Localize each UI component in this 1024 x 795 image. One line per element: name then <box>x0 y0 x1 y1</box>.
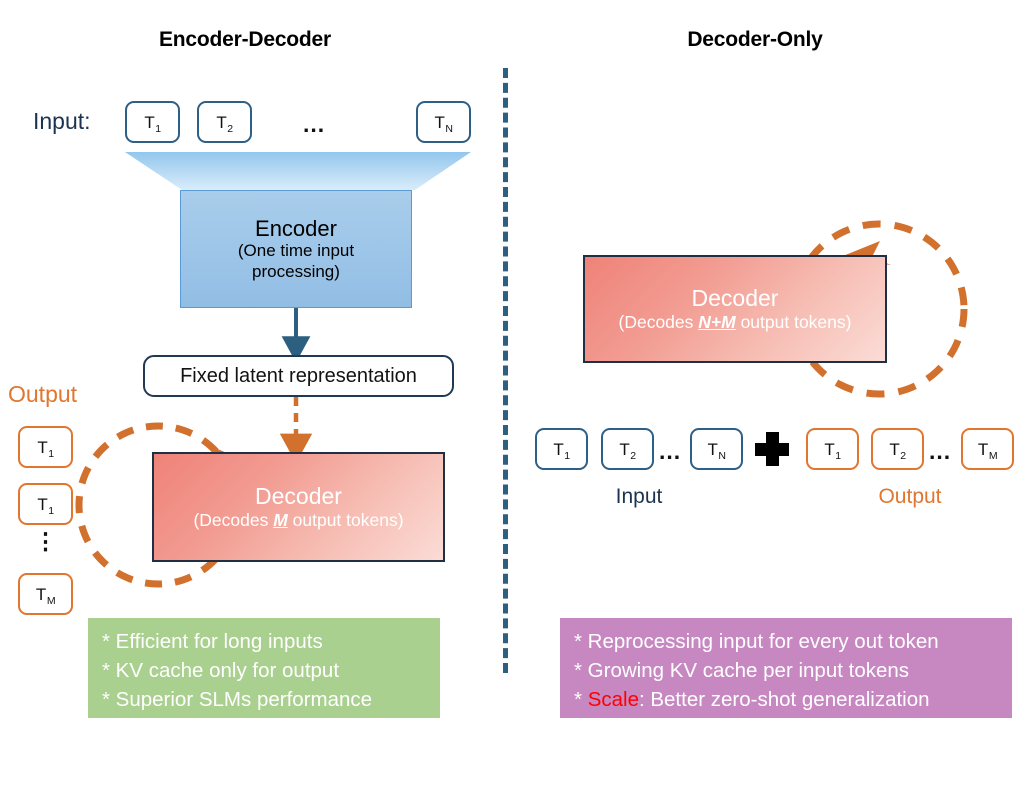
encoder-subtitle: (One time input processing) <box>238 241 354 282</box>
right-note-3-suffix: : Better zero-shot generalization <box>638 688 930 712</box>
right-output-token-2[interactable]: T2 <box>871 428 924 470</box>
token-label: T2 <box>216 112 234 135</box>
right-output-token-1[interactable]: T1 <box>806 428 859 470</box>
token-label: T1 <box>144 112 162 135</box>
left-output-ellipsis: ⋮ <box>34 528 57 554</box>
token-subscript: M <box>46 594 56 607</box>
right-output-token-m[interactable]: TM <box>961 428 1014 470</box>
left-decoder-box[interactable]: Decoder (Decodes M output tokens) <box>152 452 445 562</box>
right-output-group-label: Output <box>878 485 942 508</box>
plus-icon <box>755 432 789 466</box>
left-output-token-2[interactable]: T1 <box>18 483 73 525</box>
left-input-label: Input: <box>33 108 91 134</box>
right-input-token-n[interactable]: TN <box>690 428 743 470</box>
token-label: T2 <box>889 439 907 462</box>
token-subscript: N <box>445 122 453 135</box>
token-label: TM <box>35 584 56 607</box>
right-note-1: * Reprocessing input for every out token <box>574 630 939 653</box>
left-decoder-title: Decoder <box>255 482 342 509</box>
left-decoder-sub-emphasis: M <box>273 510 288 531</box>
encoder-title: Encoder <box>255 215 337 241</box>
token-label: TN <box>707 439 726 462</box>
encoder-subtitle-line2: processing) <box>252 261 340 281</box>
panel-divider <box>503 68 508 673</box>
encoder-subtitle-line1: (One time input <box>237 241 355 261</box>
right-output-ellipsis: ... <box>929 438 952 464</box>
token-subscript: 1 <box>835 449 842 462</box>
right-decoder-sub-suffix: output tokens) <box>735 312 852 333</box>
token-subscript: 2 <box>900 449 907 462</box>
fixed-latent-label: Fixed latent representation <box>180 364 417 387</box>
token-subscript: M <box>988 449 998 462</box>
right-decoder-title: Decoder <box>691 284 779 311</box>
right-panel-title: Decoder-Only <box>687 28 823 51</box>
left-input-ellipsis: ... <box>303 111 326 137</box>
right-input-ellipsis: ... <box>659 438 682 464</box>
right-decoder-box[interactable]: Decoder (Decodes N+M output tokens) <box>583 255 887 363</box>
left-note-3: * Superior SLMs performance <box>102 688 373 712</box>
left-panel-title: Encoder-Decoder <box>158 28 332 51</box>
token-subscript: 2 <box>227 122 234 135</box>
token-label: T1 <box>37 437 55 460</box>
token-label: T1 <box>37 494 55 517</box>
left-decoder-sub-suffix: output tokens) <box>287 510 404 531</box>
token-subscript: 1 <box>564 449 571 462</box>
left-notes-box: * Efficient for long inputs * KV cache o… <box>88 618 440 718</box>
right-decoder-subtitle: (Decodes N+M output tokens) <box>619 312 852 333</box>
token-label: T2 <box>619 439 637 462</box>
left-note-2: * KV cache only for output <box>102 659 340 683</box>
token-subscript: N <box>718 449 726 462</box>
token-label: T1 <box>824 439 842 462</box>
left-decoder-sub-prefix: (Decodes <box>193 510 274 531</box>
right-decoder-sub-prefix: (Decodes <box>618 312 699 333</box>
token-label: T1 <box>553 439 571 462</box>
right-note-3-prefix: * <box>574 688 588 712</box>
token-label: TM <box>977 439 998 462</box>
right-note-3-highlight: Scale <box>587 688 639 712</box>
input-funnel <box>125 152 471 190</box>
right-notes-box: * Reprocessing input for every out token… <box>560 618 1012 718</box>
token-subscript: 2 <box>630 449 637 462</box>
left-output-token-1[interactable]: T1 <box>18 426 73 468</box>
token-label: TN <box>434 112 453 135</box>
left-input-token-1[interactable]: T1 <box>125 101 180 143</box>
right-input-token-1[interactable]: T1 <box>535 428 588 470</box>
encoder-box[interactable]: Encoder (One time input processing) <box>180 190 412 308</box>
right-decoder-sub-emphasis: N+M <box>698 312 736 333</box>
left-output-token-m[interactable]: TM <box>18 573 73 615</box>
right-note-2: * Growing KV cache per input tokens <box>574 659 910 683</box>
left-note-1: * Efficient for long inputs <box>102 630 323 653</box>
left-output-label: Output <box>8 381 78 407</box>
left-input-token-2[interactable]: T2 <box>197 101 252 143</box>
token-subscript: 1 <box>48 447 55 460</box>
left-input-token-n[interactable]: TN <box>416 101 471 143</box>
right-note-3: * Scale: Better zero-shot generalization <box>574 685 998 714</box>
left-decoder-subtitle: (Decodes M output tokens) <box>193 510 403 531</box>
fixed-latent-representation-box[interactable]: Fixed latent representation <box>143 355 454 397</box>
right-input-group-label: Input <box>615 485 663 508</box>
token-subscript: 1 <box>155 122 162 135</box>
token-subscript: 1 <box>48 504 55 517</box>
right-input-token-2[interactable]: T2 <box>601 428 654 470</box>
